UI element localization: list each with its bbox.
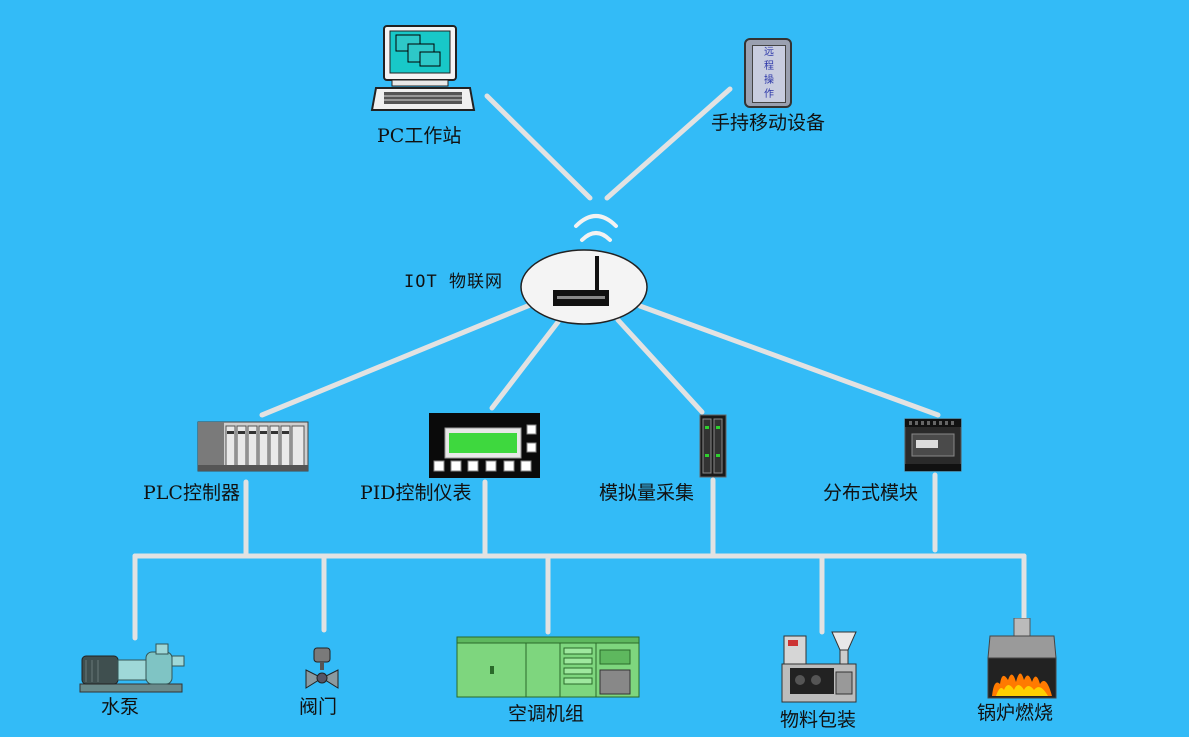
water-pump-label: 水泵 xyxy=(101,696,140,718)
iot-router-icon[interactable] xyxy=(519,248,649,328)
wifi-signal-icon xyxy=(574,214,618,242)
distributed-module-label: 分布式模块 xyxy=(823,482,919,504)
wire-handheld-hub xyxy=(604,86,733,201)
handheld-screen-char: 远 xyxy=(764,47,774,58)
packaging-machine-label: 物料包装 xyxy=(780,709,857,731)
handheld-screen-char: 操 xyxy=(764,75,774,86)
wire-pc-hub xyxy=(484,93,593,201)
wire-hub-distributed xyxy=(637,303,941,418)
wire-hub-pid xyxy=(489,319,561,411)
pid-instrument-icon[interactable] xyxy=(429,413,541,479)
wire-hub-plc xyxy=(259,302,533,418)
valve-label: 阀门 xyxy=(299,696,338,718)
ac-unit-label: 空调机组 xyxy=(508,703,585,725)
plc-controller-label: PLC控制器 xyxy=(143,482,240,504)
distributed-module-icon[interactable] xyxy=(904,418,962,472)
water-pump-icon[interactable] xyxy=(78,642,190,694)
handheld-screen-char: 程 xyxy=(764,61,774,72)
ac-unit-icon[interactable] xyxy=(456,636,640,698)
boiler-icon[interactable] xyxy=(986,618,1058,700)
packaging-machine-icon[interactable] xyxy=(780,628,860,704)
plc-controller-icon[interactable] xyxy=(197,421,309,473)
wire-hub-analog xyxy=(615,317,705,415)
valve-icon[interactable] xyxy=(304,646,340,690)
iot-hub-label: IOT 物联网 xyxy=(404,272,503,292)
pc-workstation-icon[interactable] xyxy=(370,24,476,116)
boiler-label: 锅炉燃烧 xyxy=(977,702,1054,724)
analog-acquisition-label: 模拟量采集 xyxy=(599,482,695,504)
analog-acquisition-icon[interactable] xyxy=(699,414,727,478)
pid-instrument-label: PID控制仪表 xyxy=(360,482,472,504)
handheld-screen-char: 作 xyxy=(764,89,774,100)
handheld-device-icon[interactable]: 远 程 操 作 xyxy=(744,38,792,108)
pc-workstation-label: PC工作站 xyxy=(377,125,462,147)
handheld-device-label: 手持移动设备 xyxy=(711,112,826,134)
